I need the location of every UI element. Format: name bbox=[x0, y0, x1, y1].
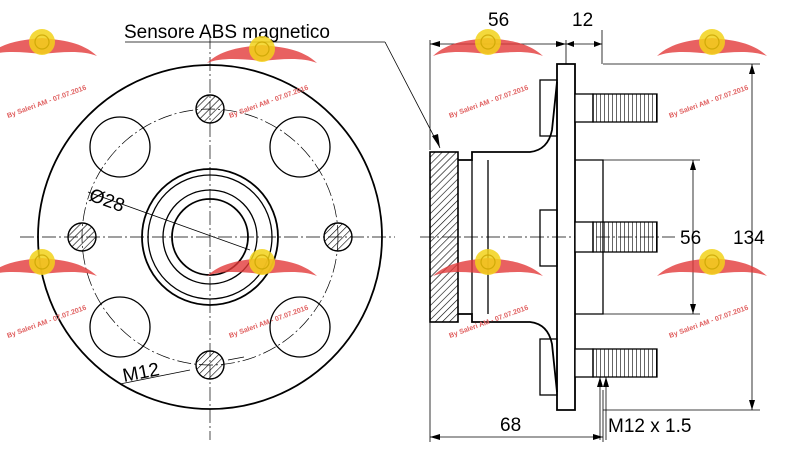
hub-outer-ring bbox=[141, 168, 279, 306]
watermark-logo bbox=[656, 248, 768, 277]
flange-outline bbox=[37, 64, 383, 410]
center-bore bbox=[171, 198, 249, 276]
front-thread-label: M12 bbox=[121, 359, 161, 387]
watermark-text: By Saleri AM - 07.07.2016 bbox=[668, 305, 749, 340]
bolt-circle-label: 56 bbox=[680, 228, 701, 249]
sensor-leader-arrow bbox=[432, 134, 440, 148]
front-view: Ø28 M12 bbox=[20, 35, 395, 440]
watermark-logo bbox=[0, 28, 98, 57]
overall-length-label: 68 bbox=[500, 415, 521, 436]
dim-arrow bbox=[430, 434, 440, 440]
stud-head-bottom bbox=[539, 338, 558, 396]
front-thread-leader bbox=[119, 369, 191, 385]
lightening-hole-top-left bbox=[89, 116, 151, 178]
lightening-hole-bottom-left bbox=[89, 296, 151, 358]
lightening-hole-bottom-right bbox=[269, 296, 331, 358]
watermark-text: By Saleri AM - 07.07.2016 bbox=[448, 85, 529, 120]
hub-inner-ring bbox=[147, 174, 273, 300]
bore-diameter-label: Ø28 bbox=[86, 185, 127, 217]
sensor-label: Sensore ABS magnetico bbox=[124, 22, 330, 43]
stud-hole-top bbox=[195, 94, 225, 124]
dim-arrow bbox=[690, 304, 696, 314]
watermark-logo bbox=[656, 28, 768, 57]
side-view: Sensore ABS magnetico 56 12 56 134 68 bbox=[124, 10, 765, 442]
watermark-text: By Saleri AM - 07.07.2016 bbox=[228, 85, 309, 120]
dim-arrow bbox=[556, 41, 566, 47]
stud-thread-top bbox=[592, 93, 658, 123]
stud-thread-bottom bbox=[592, 348, 658, 378]
side-thread-arrow bbox=[597, 377, 603, 387]
bearing-ring bbox=[162, 189, 258, 285]
dim-arrow bbox=[690, 160, 696, 170]
stud-hole-bottom bbox=[195, 350, 225, 380]
front-thread-leader-tail bbox=[227, 356, 245, 361]
dim-arrow bbox=[430, 41, 440, 47]
flange-thickness-label: 12 bbox=[572, 10, 593, 31]
dim-arrow bbox=[749, 64, 755, 74]
stud-hole-left bbox=[67, 222, 97, 252]
stud-shoulder-bottom bbox=[574, 348, 594, 378]
watermark-text: By Saleri AM - 07.07.2016 bbox=[6, 305, 87, 340]
watermark-logo bbox=[432, 28, 544, 57]
watermark-logo bbox=[206, 248, 318, 277]
bore-diameter-leader bbox=[87, 191, 251, 251]
dim-arrow bbox=[594, 41, 602, 47]
lightening-hole-top-right bbox=[269, 116, 331, 178]
stud-head-middle bbox=[539, 209, 558, 267]
abs-sensor-ring bbox=[429, 151, 459, 323]
watermark-text: By Saleri AM - 07.07.2016 bbox=[6, 85, 87, 120]
sensor-leader bbox=[384, 41, 441, 149]
stud-head-top bbox=[539, 79, 558, 137]
stud-thread-middle bbox=[592, 221, 658, 253]
watermark-text: By Saleri AM - 07.07.2016 bbox=[668, 85, 749, 120]
hub-width-label: 56 bbox=[488, 10, 509, 31]
stud-hole-right bbox=[323, 222, 353, 252]
side-thread-label: M12 x 1.5 bbox=[608, 416, 691, 437]
overall-height-label: 134 bbox=[733, 228, 765, 249]
stud-shoulder-middle bbox=[574, 221, 594, 253]
watermark-logo bbox=[0, 248, 98, 277]
dim-arrow bbox=[749, 400, 755, 410]
side-thread-arrow bbox=[603, 377, 609, 387]
dim-arrow bbox=[593, 434, 603, 440]
watermark-text: By Saleri AM - 07.07.2016 bbox=[228, 305, 309, 340]
dim-arrow bbox=[566, 41, 574, 47]
pilot-outline bbox=[575, 159, 604, 315]
hub-body-outline bbox=[458, 81, 558, 393]
stud-shoulder-top bbox=[574, 93, 594, 123]
flange-profile bbox=[556, 63, 576, 411]
